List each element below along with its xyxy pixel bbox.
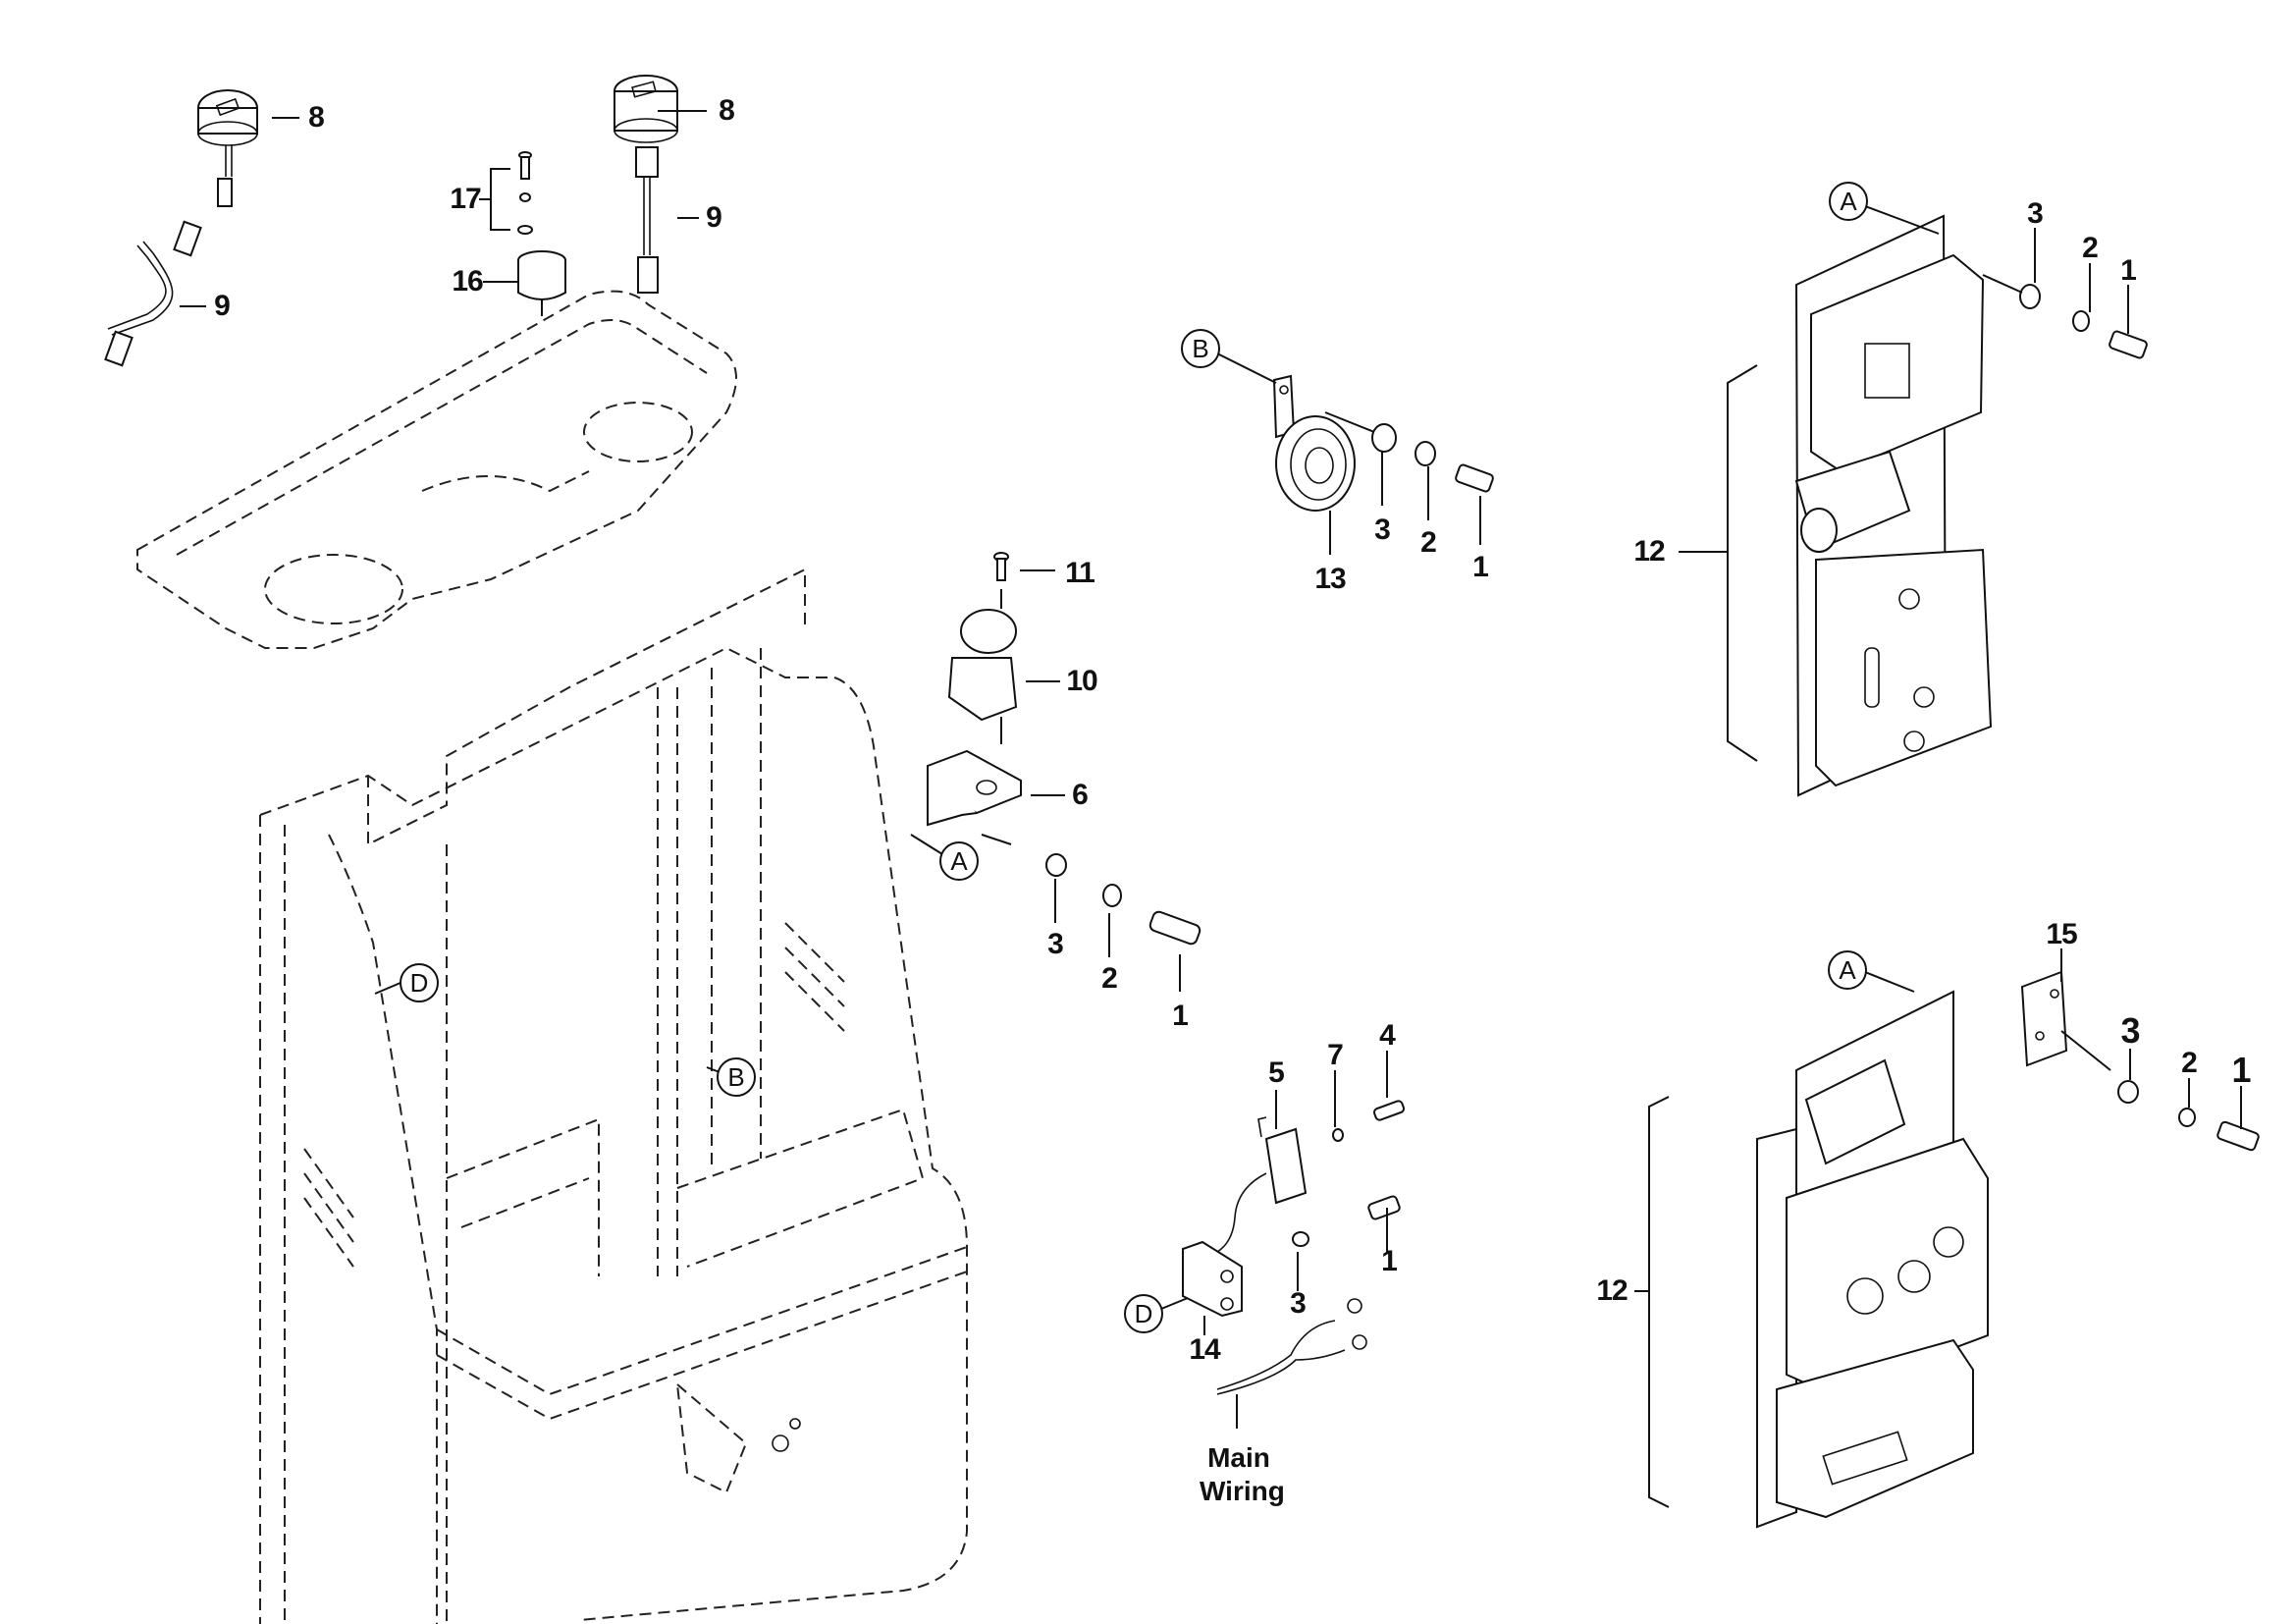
callout-gauge-left: 8 [308, 101, 325, 134]
callout-micro-switch-screw: 4 [1379, 1019, 1396, 1052]
micro-switch-drawing [1160, 1051, 1406, 1429]
callout-horn-washer: 3 [1374, 514, 1391, 546]
key-switch-drawing [910, 552, 1201, 992]
reference-a-key-switch: A [939, 841, 979, 881]
callout-controller-top-bolt: 1 [2120, 254, 2137, 287]
callout-controller-bottom-bolt: 1 [2231, 1050, 2251, 1090]
callout-screw-kit: 17 [450, 183, 481, 215]
callout-micro-switch: 5 [1268, 1056, 1285, 1089]
callout-key-switch-screw: 11 [1065, 557, 1095, 589]
callout-horn-lock-washer: 2 [1420, 526, 1437, 559]
callout-controller-bottom-plate: 15 [2046, 918, 2077, 950]
callout-harness-left: 9 [214, 290, 231, 322]
reference-d-frame: D [400, 963, 439, 1002]
horn-drawing [1216, 352, 1494, 555]
callout-key-switch-washer: 3 [1047, 928, 1064, 960]
callout-key-switch: 10 [1066, 665, 1097, 697]
reference-d-micro-switch: D [1124, 1294, 1163, 1333]
callout-key-switch-lock-washer: 2 [1101, 962, 1118, 995]
callout-key-switch-bolt: 1 [1172, 1000, 1189, 1032]
callout-horn-bolt: 1 [1472, 551, 1489, 583]
reference-b-frame: B [717, 1057, 756, 1097]
dashboard-cover-drawing [136, 290, 737, 649]
gauge-center-drawing [479, 75, 707, 316]
controller-top-drawing [1679, 205, 2148, 797]
callout-controller-top-lock-washer: 2 [2082, 232, 2099, 264]
callout-gauge-center: 8 [719, 94, 735, 127]
callout-controller-bottom-washer: 3 [2120, 1010, 2140, 1051]
reference-b-horn: B [1181, 329, 1220, 368]
main-wiring-label: Main Wiring [1200, 1442, 1285, 1506]
callout-micro-switch-washer-small: 7 [1327, 1039, 1344, 1071]
callout-controller-top-washer: 3 [2027, 197, 2044, 230]
callout-controller-top: 12 [1633, 535, 1665, 568]
callout-cup: 16 [452, 265, 483, 298]
reference-a-controller-bottom: A [1828, 950, 1867, 990]
callout-horn: 13 [1314, 563, 1346, 595]
callout-key-switch-bracket: 6 [1072, 779, 1089, 811]
gauge-left-drawing [104, 89, 299, 367]
main-frame-drawing [259, 568, 968, 1624]
callout-micro-switch-bolt: 1 [1381, 1245, 1398, 1277]
callout-micro-switch-plate: 14 [1189, 1333, 1220, 1366]
callout-micro-switch-washer: 3 [1290, 1287, 1307, 1320]
callout-controller-bottom-lock-washer: 2 [2181, 1047, 2198, 1079]
controller-bottom-drawing [1634, 948, 2260, 1529]
callout-controller-bottom: 12 [1596, 1274, 1628, 1307]
reference-a-controller-top: A [1829, 182, 1868, 221]
callout-harness-center: 9 [706, 201, 722, 234]
